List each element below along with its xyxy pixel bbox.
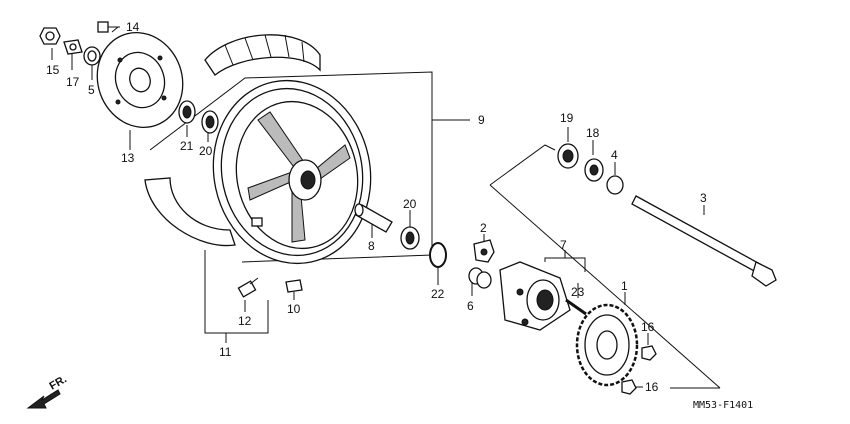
collar-6 bbox=[468, 267, 492, 289]
callout-16-upper: 16 bbox=[641, 320, 655, 334]
callout-7: 7 bbox=[560, 238, 567, 252]
damper-2 bbox=[473, 239, 495, 263]
callout-18: 18 bbox=[586, 126, 600, 140]
valve-12 bbox=[237, 277, 259, 298]
bolt-14 bbox=[97, 21, 120, 33]
callout-16-lower: 16 bbox=[645, 380, 659, 394]
collar-5 bbox=[83, 46, 101, 66]
plate-17 bbox=[63, 39, 83, 55]
bracket-lines bbox=[149, 71, 721, 389]
callout-14: 14 bbox=[126, 20, 140, 34]
o-ring-22 bbox=[429, 242, 447, 268]
nut-16-upper bbox=[641, 345, 657, 361]
callout-20-left: 20 bbox=[199, 144, 213, 158]
nut-16-lower bbox=[621, 379, 637, 395]
callout-13: 13 bbox=[121, 151, 135, 165]
callout-4: 4 bbox=[611, 148, 618, 162]
bearing-20-left bbox=[201, 110, 219, 134]
bearing-19 bbox=[557, 143, 579, 169]
callout-11: 11 bbox=[219, 345, 232, 359]
diagram-code: MM53-F1401 bbox=[693, 400, 753, 411]
leader-lines bbox=[51, 26, 705, 388]
axle-3 bbox=[631, 195, 777, 287]
callout-19: 19 bbox=[560, 111, 574, 125]
callout-17: 17 bbox=[66, 75, 80, 89]
bearing-21 bbox=[178, 100, 196, 124]
sprocket-1 bbox=[575, 303, 639, 387]
callout-1: 1 bbox=[621, 279, 628, 293]
nut-15 bbox=[39, 27, 61, 45]
front-direction-label: FR. bbox=[48, 373, 69, 392]
callout-2: 2 bbox=[480, 221, 487, 235]
collar-4 bbox=[606, 175, 624, 195]
callout-labels: 14 15 17 5 13 21 20 9 20 8 22 2 6 7 23 1… bbox=[46, 20, 707, 394]
callout-23: 23 bbox=[571, 285, 585, 299]
callout-21: 21 bbox=[180, 139, 194, 153]
callout-5: 5 bbox=[88, 83, 95, 97]
front-direction-arrow bbox=[26, 389, 61, 409]
bearing-20-right bbox=[400, 226, 420, 250]
callout-15: 15 bbox=[46, 63, 60, 77]
brake-disc-13 bbox=[96, 32, 184, 128]
callout-12: 12 bbox=[238, 314, 252, 328]
callout-9: 9 bbox=[478, 113, 485, 127]
tire-lower bbox=[144, 177, 236, 247]
callout-20-right: 20 bbox=[403, 197, 417, 211]
bearing-18 bbox=[584, 158, 604, 182]
callout-10: 10 bbox=[287, 302, 301, 316]
callout-3: 3 bbox=[700, 191, 707, 205]
callout-22: 22 bbox=[431, 287, 445, 301]
spacer-8 bbox=[354, 203, 393, 233]
stud-23 bbox=[565, 298, 587, 316]
callout-6: 6 bbox=[467, 299, 474, 313]
callout-8: 8 bbox=[368, 239, 375, 253]
tire bbox=[204, 34, 321, 76]
clip-10 bbox=[285, 279, 303, 293]
flange-7 bbox=[499, 261, 571, 331]
wheel-9 bbox=[212, 79, 372, 265]
